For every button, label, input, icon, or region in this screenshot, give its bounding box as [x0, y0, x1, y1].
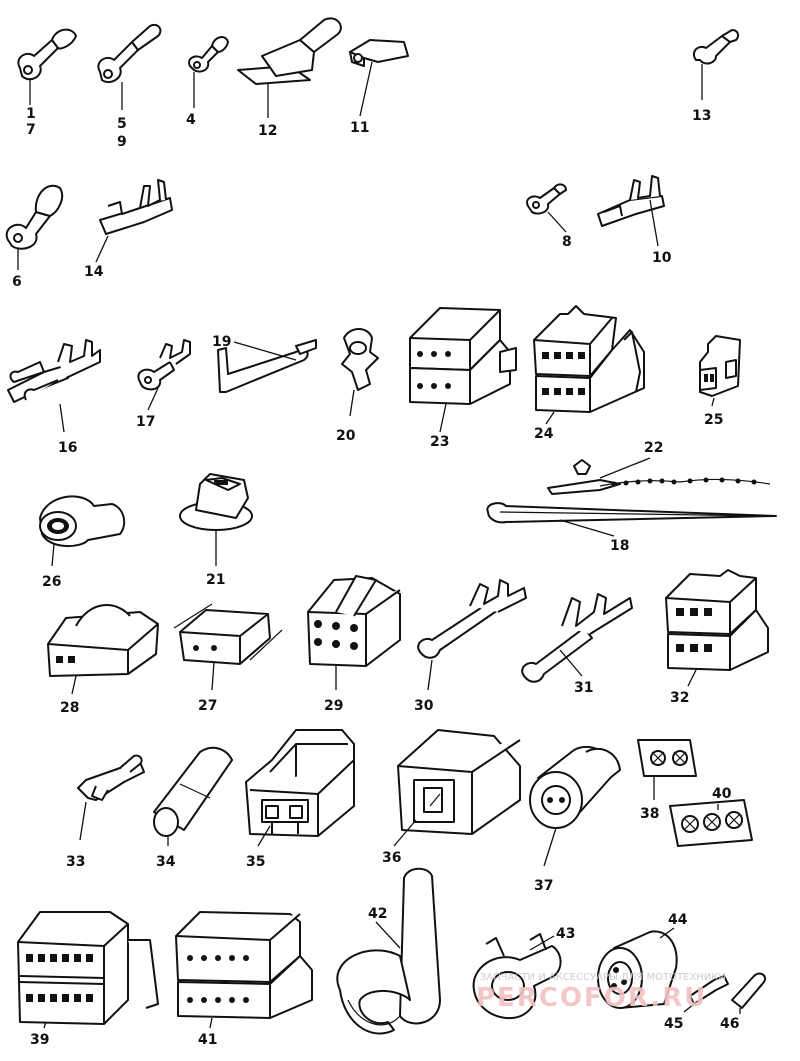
callout-10: 10	[652, 250, 672, 266]
callout-11: 11	[350, 120, 369, 136]
callout-27: 27	[198, 698, 217, 714]
watermark-site: PERCOFOR.RU	[476, 983, 707, 1013]
quick-disconnect-10	[597, 175, 665, 247]
wire-clamp-42	[336, 867, 441, 1035]
callout-22: 22	[644, 440, 663, 456]
bead-cable-tie-22	[547, 457, 771, 495]
callout-14: 14	[84, 264, 104, 280]
callout-41: 41	[198, 1032, 217, 1048]
callout-20: 20	[336, 428, 356, 444]
ring-terminal-6	[5, 184, 64, 270]
callout-25: 25	[704, 412, 723, 428]
callout-8: 8	[562, 234, 572, 250]
pin-terminal-31	[521, 593, 633, 683]
connector-41	[175, 911, 313, 1029]
ring-terminal-4	[188, 36, 229, 108]
callout-19: 19	[212, 334, 231, 350]
terminal-strip-40	[669, 799, 753, 847]
cylindrical-connector-37	[529, 745, 621, 867]
callout-38: 38	[640, 806, 659, 822]
connector-27	[173, 603, 283, 691]
connector-28	[47, 604, 159, 695]
callout-35: 35	[246, 854, 265, 870]
ring-terminal-1-7	[17, 28, 77, 105]
pin-terminal-30	[417, 579, 527, 691]
ring-terminal-17	[137, 339, 191, 411]
hairpin-clip-19	[217, 339, 317, 393]
callout-43: 43	[556, 926, 575, 942]
callout-44: 44	[668, 912, 688, 928]
callout-23: 23	[430, 434, 449, 450]
callout-30: 30	[414, 698, 434, 714]
callout-21: 21	[206, 572, 225, 588]
terminal-strip-38	[637, 739, 697, 800]
connector-35	[245, 729, 355, 847]
callout-16: 16	[58, 440, 77, 456]
callout-4: 4	[186, 112, 196, 128]
callout-45: 45	[664, 1016, 683, 1032]
callout-29: 29	[324, 698, 343, 714]
callout-26: 26	[42, 574, 61, 590]
callout-39: 39	[30, 1032, 49, 1048]
callout-31: 31	[574, 680, 593, 696]
bullet-terminal-33	[77, 754, 145, 841]
connector-36	[393, 729, 521, 847]
connector-32	[665, 569, 769, 687]
piggyback-terminal-11	[349, 39, 409, 117]
callout-24: 24	[534, 426, 554, 442]
callout-1: 1	[26, 106, 36, 122]
pin-46	[731, 972, 766, 1014]
callout-34: 34	[156, 854, 176, 870]
callout-40: 40	[712, 786, 732, 802]
callout-36: 36	[382, 850, 401, 866]
watermark: ЗАПЧАСТИ И АКСЕССУАРЫ ДЛЯ МОТОТЕХНИКИ PE…	[476, 972, 726, 1013]
callout-42: 42	[368, 906, 387, 922]
cable-tie-18	[486, 502, 777, 537]
socket-base-21	[179, 473, 253, 566]
callout-37: 37	[534, 878, 553, 894]
callout-5: 5	[117, 116, 127, 132]
terminal-13	[692, 29, 740, 100]
callout-6: 6	[12, 274, 22, 290]
wire-clip-20	[341, 328, 379, 417]
double-spade-16	[7, 339, 101, 433]
bullet-sleeve-34	[153, 746, 233, 846]
callout-12: 12	[258, 123, 277, 139]
quick-disconnect-14	[95, 179, 173, 263]
callout-18: 18	[610, 538, 629, 554]
callout-9: 9	[117, 134, 127, 150]
ring-terminal-8	[526, 183, 567, 233]
ring-terminal-5-9	[97, 24, 162, 110]
callout-32: 32	[670, 690, 689, 706]
callout-13: 13	[692, 108, 711, 124]
callout-46: 46	[720, 1016, 739, 1032]
pin-45	[683, 975, 729, 1013]
callout-33: 33	[66, 854, 85, 870]
callout-17: 17	[136, 414, 155, 430]
connector-29	[307, 575, 401, 690]
callout-28: 28	[60, 700, 79, 716]
connector-39	[17, 911, 159, 1029]
wire-clip-43	[472, 933, 562, 1020]
watermark-tagline: ЗАПЧАСТИ И АКСЕССУАРЫ ДЛЯ МОТОТЕХНИКИ	[480, 972, 726, 983]
connector-25	[699, 335, 741, 407]
connector-plug-44	[597, 927, 678, 1009]
rubber-boot-26	[39, 495, 126, 567]
flag-terminal-12	[237, 17, 342, 118]
connector-24	[533, 305, 645, 425]
callout-7: 7	[26, 122, 36, 138]
connector-23	[409, 307, 517, 433]
